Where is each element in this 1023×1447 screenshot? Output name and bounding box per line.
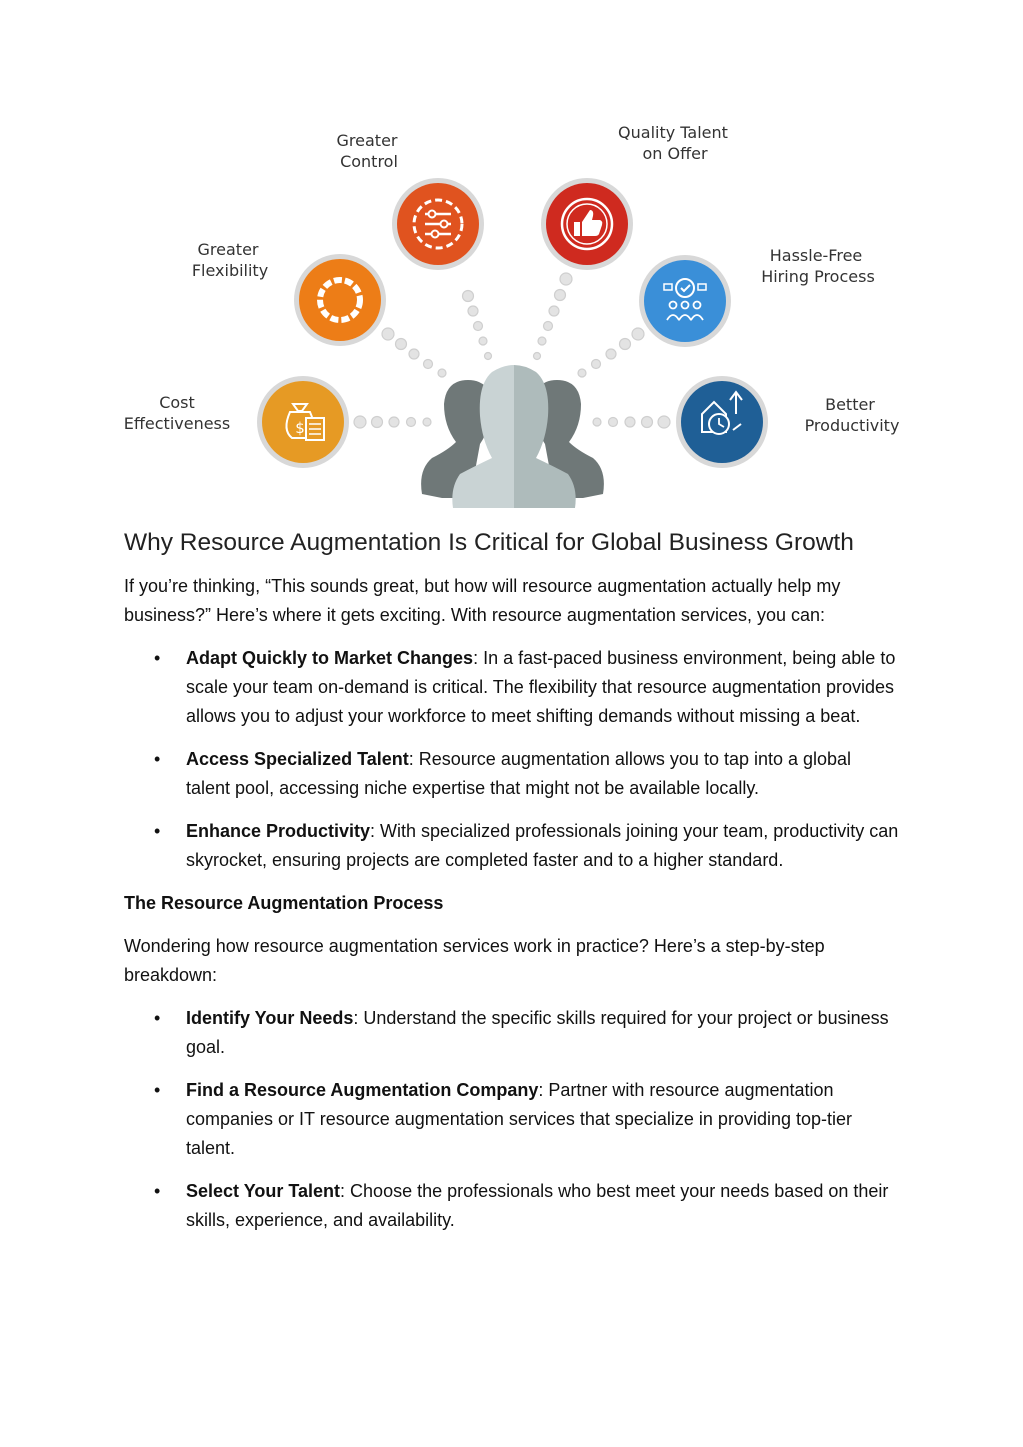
item-text: : Partner with resource augmentation com… (186, 1080, 852, 1158)
list-item: Access Specialized Talent: Resource augm… (124, 745, 899, 803)
article: Why Resource Augmentation Is Critical fo… (124, 526, 899, 1249)
item-term: Adapt Quickly to Market Changes (186, 648, 474, 668)
svg-text:Greater: Greater (337, 131, 398, 150)
list-item: Adapt Quickly to Market Changes: In a fa… (124, 644, 899, 731)
team-check-icon (639, 255, 731, 347)
money-bag-icon: $ (257, 376, 349, 468)
item-text: : In a fast-paced business environment, … (186, 648, 896, 726)
article-title: Why Resource Augmentation Is Critical fo… (124, 529, 854, 556)
label-greater-flexibility: Greater Flexibility (192, 240, 268, 280)
item-term: Access Specialized Talent (186, 749, 409, 769)
benefits-infographic: Greater Control Quality Talent on Offer … (124, 123, 900, 508)
label-cost-effectiveness: Cost Effectiveness (124, 393, 230, 433)
item-text: : Resource augmentation allows you to ta… (186, 749, 852, 798)
svg-text:Control: Control (340, 152, 398, 171)
svg-text:Flexibility: Flexibility (192, 261, 268, 280)
item-text: : Choose the professionals who best meet… (186, 1181, 889, 1230)
list-item: Select Your Talent: Choose the professio… (124, 1177, 899, 1235)
item-text: : With specialized professionals joining… (186, 821, 899, 870)
item-term: Identify Your Needs (186, 1008, 354, 1028)
label-better-productivity: Better Productivity (805, 395, 900, 435)
process-intro: Wondering how resource augmentation serv… (124, 936, 825, 985)
label-hassle-free: Hassle-Free Hiring Process (761, 246, 875, 286)
svg-text:Effectiveness: Effectiveness (124, 414, 230, 433)
svg-text:Hiring Process: Hiring Process (761, 267, 875, 286)
intro-paragraph: If you’re thinking, “This sounds great, … (124, 576, 841, 625)
list-item: Enhance Productivity: With specialized p… (124, 817, 899, 875)
svg-text:Quality Talent: Quality Talent (618, 123, 728, 142)
label-greater-control: Greater Control (337, 131, 398, 171)
gear-sliders-icon (392, 178, 484, 270)
svg-text:Productivity: Productivity (805, 416, 900, 435)
item-term: Select Your Talent (186, 1181, 341, 1201)
thumbs-up-icon (541, 178, 633, 270)
steps-list: Identify Your Needs: Understand the spec… (124, 1004, 899, 1235)
svg-text:$: $ (295, 419, 305, 437)
item-text: : Understand the specific skills require… (186, 1008, 889, 1057)
label-quality-talent: Quality Talent on Offer (618, 123, 728, 163)
connector-dots (353, 272, 671, 429)
item-term: Find a Resource Augmentation Company (186, 1080, 539, 1100)
svg-text:Hassle-Free: Hassle-Free (770, 246, 863, 265)
process-heading: The Resource Augmentation Process (124, 893, 444, 913)
productivity-icon (676, 376, 768, 468)
svg-text:Cost: Cost (159, 393, 195, 412)
benefits-list: Adapt Quickly to Market Changes: In a fa… (124, 644, 899, 875)
list-item: Identify Your Needs: Understand the spec… (124, 1004, 899, 1062)
svg-text:on Offer: on Offer (642, 144, 707, 163)
svg-text:Greater: Greater (198, 240, 259, 259)
svg-text:Better: Better (825, 395, 875, 414)
list-item: Find a Resource Augmentation Company: Pa… (124, 1076, 899, 1163)
item-term: Enhance Productivity (186, 821, 371, 841)
people-silhouette-icon (421, 365, 604, 508)
ring-icon (294, 254, 386, 346)
